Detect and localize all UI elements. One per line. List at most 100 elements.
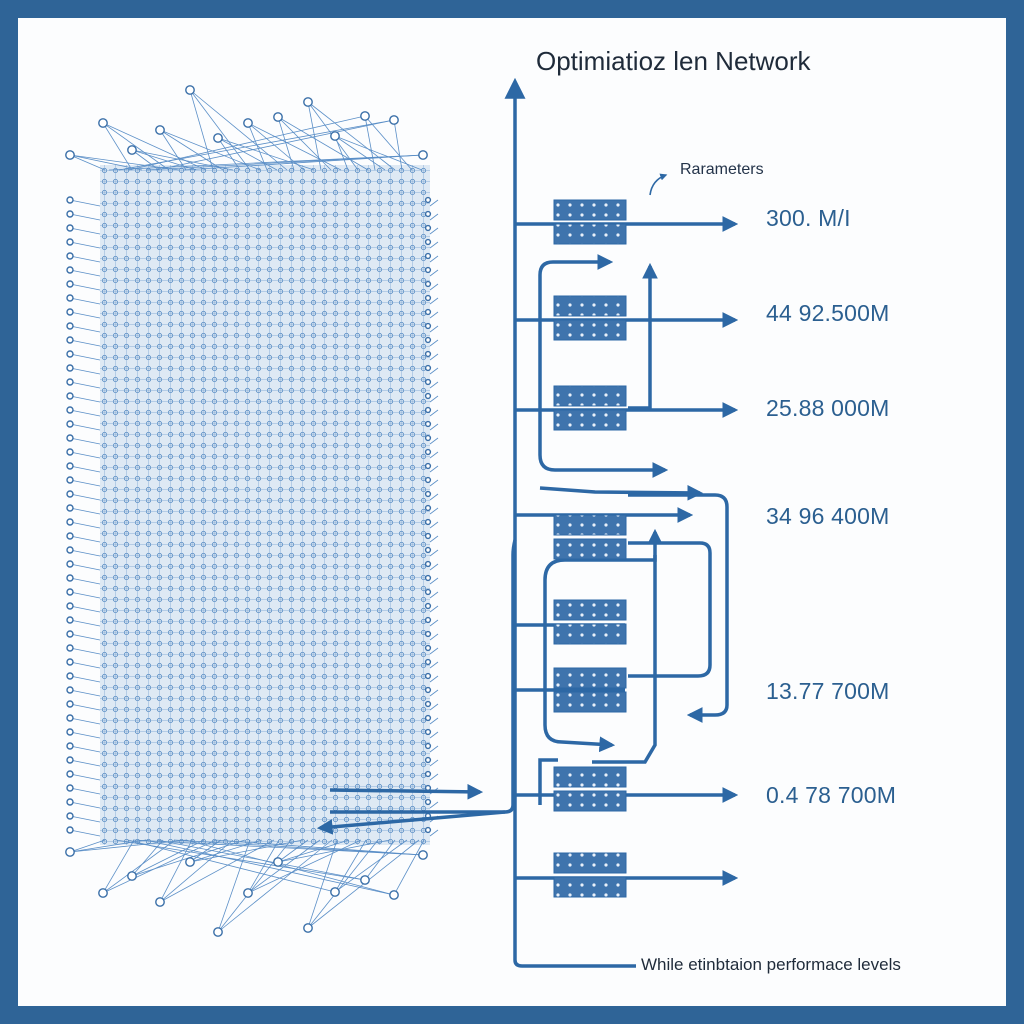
neuron-node	[273, 112, 283, 122]
mesh-connection	[307, 839, 338, 929]
mesh-connection	[429, 199, 439, 207]
neuron-node	[66, 518, 74, 526]
mesh-connection	[429, 521, 439, 529]
mesh-connection	[364, 115, 413, 171]
neuron-node	[424, 714, 432, 722]
mesh-connection	[69, 605, 101, 613]
neuron-node	[424, 798, 432, 806]
diagram-title: Optimiatioz len Network	[536, 46, 811, 76]
neuron-node	[424, 336, 432, 344]
mesh-connection	[69, 773, 101, 781]
mesh-connection	[155, 119, 395, 171]
neuron-node	[424, 280, 432, 288]
neuron-node	[243, 888, 253, 898]
mesh-connection	[69, 269, 101, 277]
neuron-node	[424, 770, 432, 778]
mesh-connection	[429, 381, 439, 389]
mesh-connection	[159, 129, 187, 171]
neuron-node	[66, 574, 74, 582]
neuron-node	[66, 560, 74, 568]
layer-block-4-top	[553, 514, 627, 536]
neuron-node	[424, 490, 432, 498]
mesh-connection	[69, 829, 101, 837]
mesh-connection	[217, 839, 333, 933]
mesh-connection	[429, 591, 439, 599]
mesh-connection	[429, 479, 439, 487]
mesh-connection	[69, 839, 147, 853]
mesh-connection	[429, 703, 439, 711]
neuron-node	[66, 490, 74, 498]
neuron-node	[330, 887, 340, 897]
neuron-node	[155, 125, 165, 135]
neuron-node	[66, 364, 74, 372]
layer-block-5-bottom	[553, 623, 627, 645]
mesh-connection	[132, 839, 424, 856]
neuron-node	[98, 118, 108, 128]
neuron-node	[424, 672, 432, 680]
neuron-node	[66, 504, 74, 512]
layer-block-7-top	[553, 766, 627, 788]
neuron-node	[389, 890, 399, 900]
mesh-connection	[429, 647, 439, 655]
mesh-connection	[69, 507, 101, 515]
neuron-node	[66, 238, 74, 246]
mesh-connection	[429, 689, 439, 697]
neuron-node	[66, 308, 74, 316]
mesh-connection	[429, 353, 439, 361]
mesh-connection	[429, 409, 439, 417]
loop-8	[628, 541, 712, 678]
mesh-connection	[131, 149, 160, 171]
mesh-connection	[69, 437, 101, 445]
neuron-node	[424, 574, 432, 582]
neuron-node	[66, 462, 74, 470]
mesh-connection	[131, 839, 205, 877]
mesh-connection	[429, 563, 439, 571]
mesh-connection	[185, 839, 395, 896]
neuron-node	[66, 714, 74, 722]
neuron-node	[66, 686, 74, 694]
neuron-node	[66, 630, 74, 638]
neuron-node	[424, 392, 432, 400]
neuron-node	[303, 923, 313, 933]
neuron-node	[66, 224, 74, 232]
mesh-connection	[102, 839, 217, 894]
neuron-node	[66, 476, 74, 484]
mesh-connection	[69, 154, 106, 171]
mesh-connection	[429, 311, 439, 319]
neuron-node	[66, 196, 74, 204]
mesh-connection	[69, 521, 101, 529]
mesh-connection	[429, 493, 439, 501]
neuron-node	[66, 392, 74, 400]
neuron-node	[424, 224, 432, 232]
neuron-node	[66, 770, 74, 778]
neuron-node	[213, 133, 223, 143]
neuron-node	[424, 546, 432, 554]
neuron-node	[424, 434, 432, 442]
mesh-connection	[69, 325, 101, 333]
loop-6	[330, 539, 517, 814]
neuron-node	[424, 658, 432, 666]
neuron-node	[424, 406, 432, 414]
mesh-connection	[69, 283, 101, 291]
neuron-node	[424, 728, 432, 736]
mesh-connection	[393, 839, 425, 896]
neuron-node	[424, 756, 432, 764]
mesh-fan-lines	[69, 89, 439, 933]
neuron-node	[389, 115, 399, 125]
layer-block-7-bottom	[553, 790, 627, 812]
mesh-shade	[100, 165, 430, 845]
neuron-node	[424, 378, 432, 386]
mesh-connection	[69, 423, 101, 431]
mesh-connection	[247, 122, 342, 171]
neuron-node	[66, 420, 74, 428]
neuron-node	[66, 546, 74, 554]
layer-value-2: 44 92.500M	[766, 300, 890, 326]
mesh-connection	[69, 255, 101, 263]
mesh-connection	[429, 605, 439, 613]
mesh-connection	[334, 135, 386, 171]
mesh-connection	[131, 839, 164, 877]
mesh-connection	[429, 801, 439, 809]
loop-2	[628, 262, 658, 410]
layer-value-6: 0.4 78 700M	[766, 782, 897, 808]
